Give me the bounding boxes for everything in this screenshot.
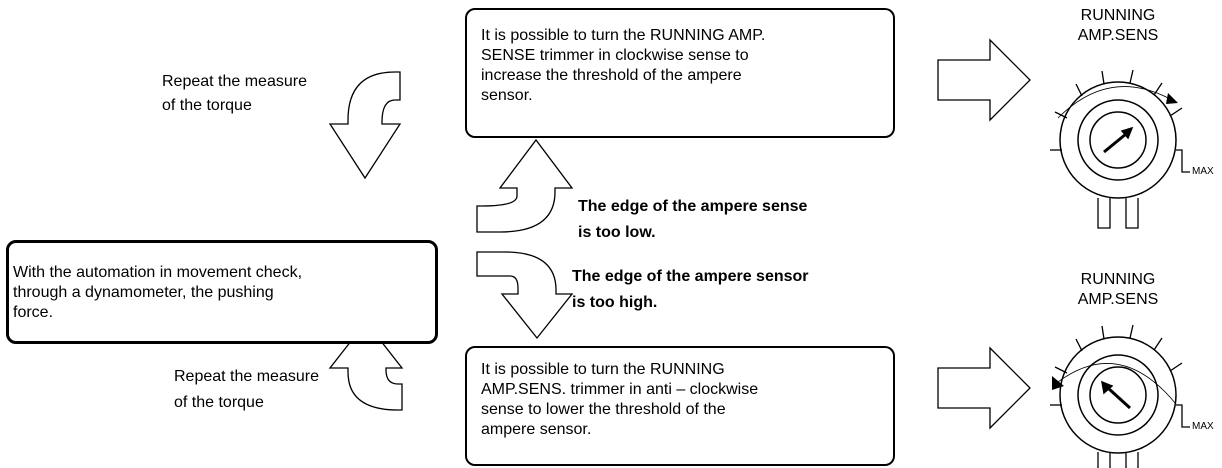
curved-arrow-icon-high <box>476 251 574 340</box>
knob-bottom-title: RUNNING AMP.SENS <box>1048 270 1188 310</box>
clockwise-line-1: It is possible to turn the RUNNING AMP. <box>481 27 766 44</box>
anticlockwise-instruction-box: It is possible to turn the RUNNING AMP.S… <box>465 346 895 466</box>
clockwise-line-4: sensor. <box>481 87 533 104</box>
main-instruction-line-2: through a dynamometer, the pushing <box>13 284 274 301</box>
anticlockwise-line-2: AMP.SENS. trimmer in anti – clockwise <box>481 381 759 398</box>
main-instruction-line-1: With the automation in movement check, <box>13 264 303 281</box>
right-arrow-icon-bottom <box>937 346 1031 430</box>
repeat-top-line-2: of the torque <box>162 97 252 114</box>
knob-top-title: RUNNING AMP.SENS <box>1048 6 1188 46</box>
repeat-bottom-line-2: of the torque <box>174 394 264 411</box>
repeat-measure-bottom: Repeat the measure of the torque <box>174 364 319 416</box>
knob-top-max-label: MAX <box>1192 166 1214 177</box>
main-instruction-line-3: force. <box>13 304 54 321</box>
trimmer-knob-icon-bottom <box>1050 324 1190 468</box>
condition-high-line-1: The edge of the ampere sensor <box>572 268 809 285</box>
repeat-top-line-1: Repeat the measure <box>162 73 307 90</box>
condition-high-line-2: is too high. <box>572 294 658 311</box>
knob-top-title-line-2: AMP.SENS <box>1077 27 1159 44</box>
knob-bottom-title-line-2: AMP.SENS <box>1077 291 1159 308</box>
right-arrow-icon-top <box>937 38 1031 122</box>
anticlockwise-line-4: ampere sensor. <box>481 421 592 438</box>
knob-top-title-line-1: RUNNING <box>1080 7 1156 24</box>
trimmer-knob-icon-top <box>1050 69 1190 229</box>
repeat-measure-top: Repeat the measure of the torque <box>162 70 307 118</box>
condition-too-low: The edge of the ampere sense is too low. <box>578 194 807 246</box>
clockwise-instruction-box: It is possible to turn the RUNNING AMP. … <box>465 8 895 138</box>
curved-arrow-icon-low <box>476 138 574 233</box>
condition-low-line-2: is too low. <box>578 224 656 241</box>
clockwise-line-2: SENSE trimmer in clockwise sense to <box>481 47 749 64</box>
curved-arrow-icon-repeat-top <box>328 71 402 180</box>
clockwise-line-3: increase the threshold of the ampere <box>481 67 742 84</box>
condition-low-line-1: The edge of the ampere sense <box>578 198 808 215</box>
main-instruction-box: With the automation in movement check, t… <box>6 240 438 344</box>
knob-bottom-title-line-1: RUNNING <box>1080 271 1156 288</box>
condition-too-high: The edge of the ampere sensor is too hig… <box>572 264 809 316</box>
repeat-bottom-line-1: Repeat the measure <box>174 368 319 385</box>
anticlockwise-line-3: sense to lower the threshold of the <box>481 401 726 418</box>
anticlockwise-line-1: It is possible to turn the RUNNING <box>481 361 725 378</box>
knob-bottom-max-label: MAX <box>1192 421 1214 432</box>
